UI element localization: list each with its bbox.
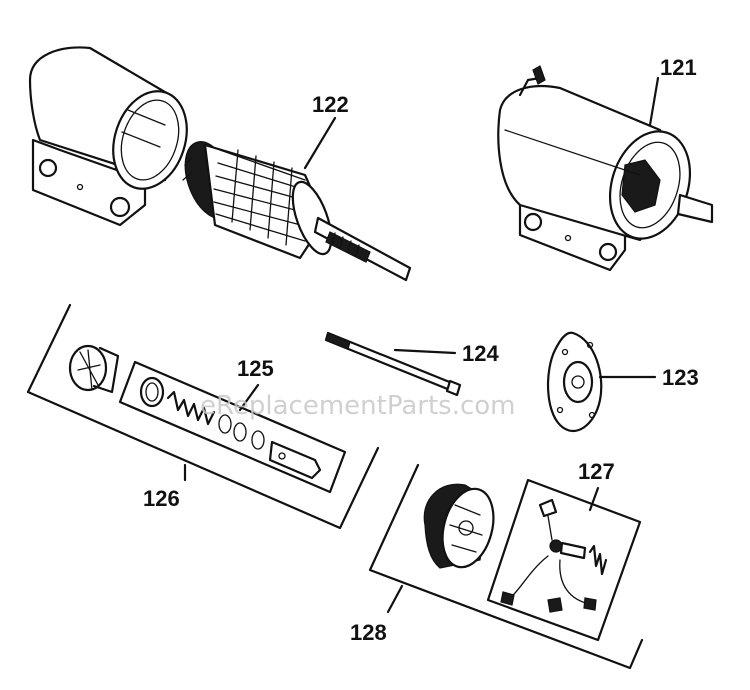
kit-126-box[interactable] (26, 303, 380, 530)
end-plate-part[interactable] (547, 331, 603, 432)
kit-125-box[interactable] (118, 360, 347, 494)
brush-holder-part[interactable] (500, 498, 608, 613)
part-number-126: 126 (143, 486, 180, 511)
starter-motor-assembly[interactable] (497, 65, 714, 272)
spring-part[interactable] (166, 390, 216, 426)
part-number-124: 124 (462, 341, 499, 366)
washer-set-part[interactable] (218, 414, 322, 480)
sleeve-part[interactable] (139, 376, 165, 408)
armature-part[interactable] (176, 135, 412, 282)
through-bolt-part[interactable] (324, 331, 462, 397)
part-number-128: 128 (350, 620, 387, 645)
watermark-text: eReplacementParts.com (200, 391, 516, 421)
part-number-122: 122 (312, 92, 349, 117)
part-number-121: 121 (660, 55, 697, 80)
part-number-123: 123 (662, 365, 699, 390)
kit-127-box[interactable] (486, 478, 642, 642)
drive-clutch-part[interactable] (68, 344, 120, 394)
part-number-127: 127 (578, 459, 615, 484)
part-number-125: 125 (237, 356, 274, 381)
starter-frame-housing[interactable] (28, 46, 199, 227)
end-cap-part[interactable] (423, 483, 501, 573)
kit-128-box[interactable] (368, 463, 644, 670)
leader-lines (183, 76, 660, 614)
